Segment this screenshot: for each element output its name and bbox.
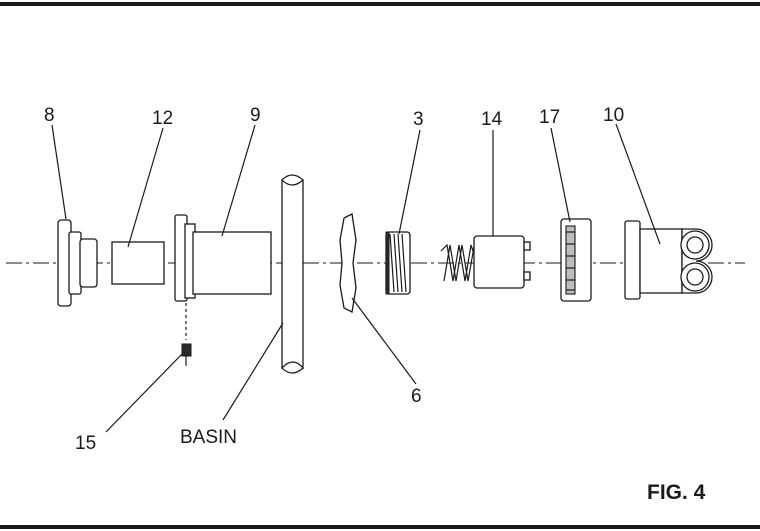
label-part-9: 9 (250, 105, 261, 126)
label-part-6: 6 (411, 386, 422, 407)
label-basin: BASIN (180, 427, 237, 448)
leader-8 (51, 124, 67, 220)
port-lower-inner (686, 268, 704, 286)
part-17-nut (560, 218, 592, 302)
label-part-17: 17 (539, 107, 560, 128)
leader-6 (351, 297, 417, 385)
leader-basin (222, 322, 284, 421)
leader-12 (127, 127, 164, 248)
figure-caption: FIG. 4 (647, 481, 706, 504)
label-part-14: 14 (481, 109, 503, 130)
part-12-sleeve (111, 241, 165, 285)
leader-9 (221, 124, 256, 237)
leader-3 (398, 129, 421, 235)
basin-wall (281, 174, 304, 374)
label-part-8: 8 (44, 105, 55, 126)
leader-17 (550, 127, 571, 223)
part-15-set-screw (181, 303, 192, 366)
leader-15 (105, 353, 183, 433)
part-6-locknut (339, 213, 357, 313)
part-3-threaded-washer (385, 231, 411, 295)
part-9-body (174, 214, 272, 302)
label-part-3: 3 (413, 109, 424, 130)
label-part-10: 10 (603, 105, 624, 126)
part-8-handle (57, 219, 98, 307)
port-upper-inner (686, 236, 704, 254)
leader-10 (615, 123, 661, 245)
part-14-cartridge (440, 235, 531, 289)
label-part-12: 12 (152, 108, 173, 129)
label-part-15: 15 (75, 433, 96, 454)
part-10-connector (624, 220, 713, 300)
